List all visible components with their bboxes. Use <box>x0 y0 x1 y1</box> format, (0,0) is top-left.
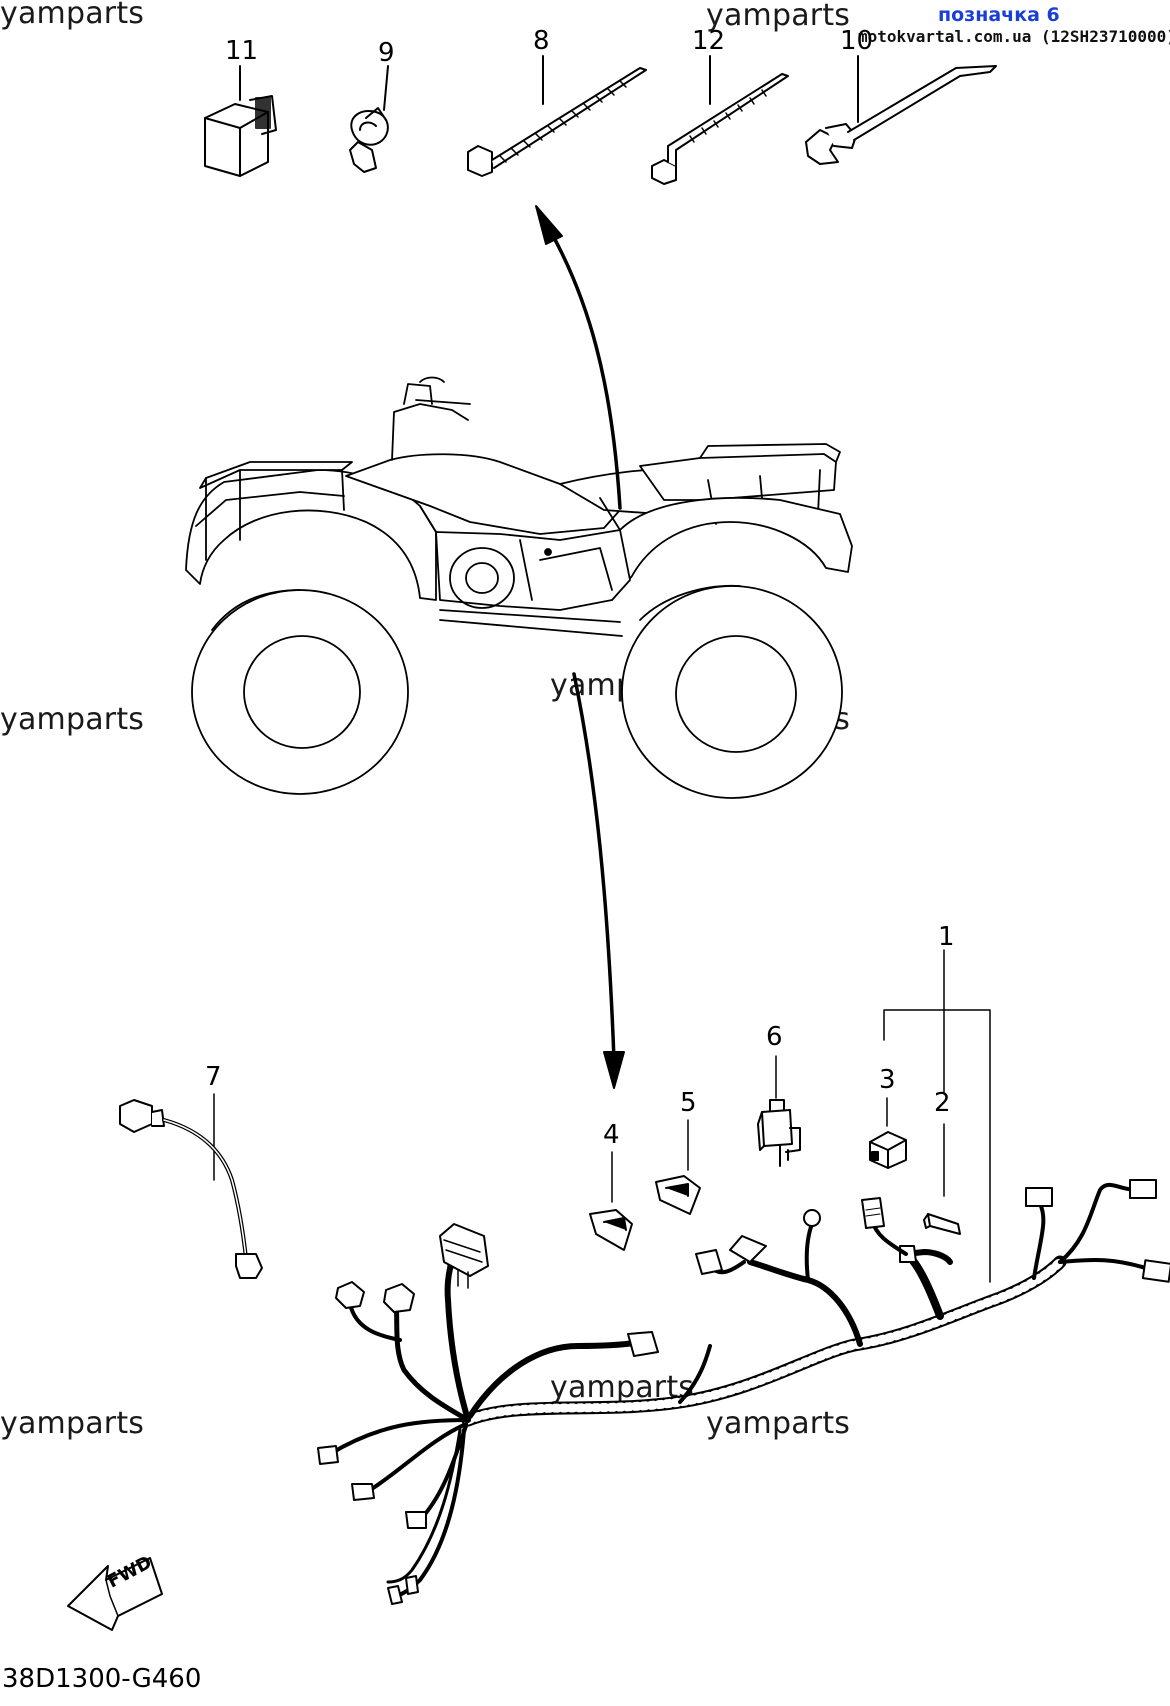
watermark: yamparts <box>0 1406 145 1441</box>
callout-1: 1 <box>938 922 955 952</box>
callout-5: 5 <box>680 1088 697 1118</box>
switch-part-6 <box>757 1099 801 1167</box>
watermark: yamparts <box>0 702 145 737</box>
diagram-code: 38D1300-G460 <box>2 1664 202 1694</box>
watermark: yamparts <box>706 1406 851 1441</box>
relay-part-3 <box>869 1131 907 1169</box>
fwd-direction-arrow <box>67 1557 163 1631</box>
callout-6: 6 <box>766 1022 783 1052</box>
cable-tie-part-8 <box>467 55 647 177</box>
callout-3: 3 <box>879 1065 896 1095</box>
relay-part-11 <box>204 65 277 177</box>
callout-2: 2 <box>934 1088 951 1118</box>
watermark: yamparts <box>706 0 851 33</box>
bracket-part-5 <box>655 1175 701 1215</box>
tag-title: позначка 6 <box>938 4 1060 26</box>
callout-8: 8 <box>533 26 550 56</box>
callout-9: 9 <box>378 38 395 68</box>
callout-10: 10 <box>840 26 874 56</box>
clamp-part-9 <box>349 65 389 173</box>
callout-12: 12 <box>692 26 726 56</box>
callout-11: 11 <box>225 36 259 66</box>
band-clip-part-10 <box>805 55 997 165</box>
bracket-part-4 <box>589 1209 633 1251</box>
watermark: yamparts <box>0 0 145 31</box>
fuse-part-2 <box>923 1213 961 1235</box>
cable-tie-part-12 <box>651 55 789 185</box>
tag-subtitle: motokvartal.com.ua (12SH23710000) <box>858 27 1170 46</box>
wire-harness-part-1 <box>317 1179 1170 1605</box>
leader-lines <box>213 949 991 1283</box>
atv-illustration <box>185 376 853 799</box>
sub-lead-part-7 <box>119 1099 263 1279</box>
arrow-to-small-parts <box>535 205 622 510</box>
callout-7: 7 <box>205 1062 222 1092</box>
arrow-to-harness <box>572 672 625 1089</box>
callout-4: 4 <box>603 1120 620 1150</box>
